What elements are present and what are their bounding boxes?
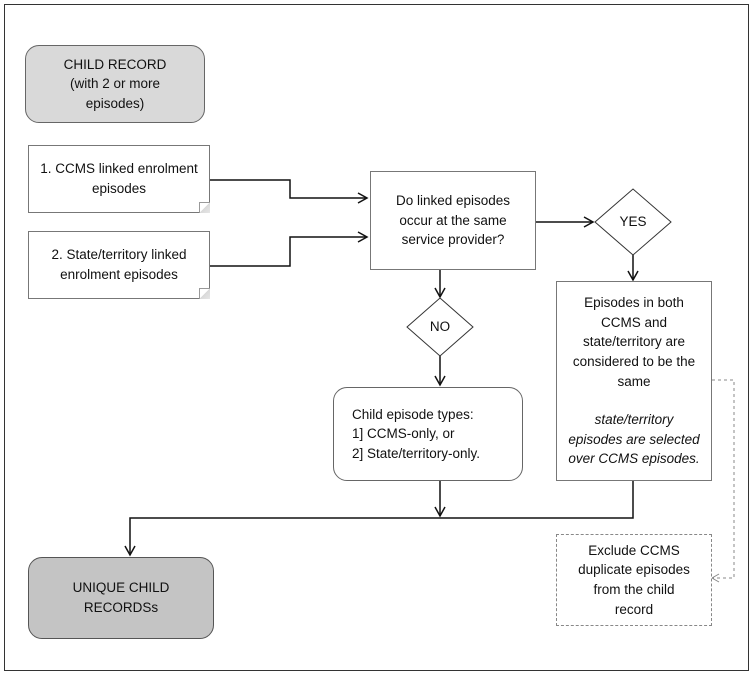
episodes-same-line-3: state/territory are [582, 334, 686, 350]
episodes-same-note-line-2: episodes are selected [568, 431, 700, 447]
connector-state-to-question [210, 231, 369, 267]
episodes-same-note-line-3: over CCMS episodes. [568, 451, 700, 467]
exclude-ccms-duplicates-node: Exclude CCMS duplicate episodes from the… [556, 534, 712, 626]
episode-types-line-2: 1] CCMS-only, or [352, 426, 455, 442]
child-record-line-3: episodes) [85, 95, 145, 111]
yes-label: YES [619, 214, 647, 229]
unique-records-line-2: RECORDSs [83, 600, 159, 615]
state-linked-line-1: 2. State/territory linked [51, 247, 187, 263]
connector-join-to-unique-records [124, 481, 634, 557]
episodes-same-line-4: considered to be the [572, 353, 696, 369]
child-record-node: CHILD RECORD (with 2 or more episodes) [25, 45, 205, 123]
question-line-3: service provider? [401, 232, 505, 248]
connector-dashed-exclude [710, 379, 735, 583]
ccms-linked-line-1: 1. CCMS linked enrolment [40, 161, 198, 177]
child-record-line-2: (with 2 or more [69, 76, 161, 92]
ccms-linked-episodes-node: 1. CCMS linked enrolment episodes [28, 145, 210, 213]
connector-ccms-to-question [210, 179, 369, 204]
state-linked-episodes-node: 2. State/territory linked enrolment epis… [28, 231, 210, 299]
episodes-same-line-2: CCMS and [600, 314, 668, 330]
state-linked-line-2: enrolment episodes [60, 267, 178, 282]
exclude-line-1: Exclude CCMS [588, 542, 680, 558]
exclude-line-2: duplicate episodes [578, 562, 690, 578]
question-line-1: Do linked episodes [395, 193, 511, 209]
ccms-linked-line-2: episodes [91, 181, 147, 196]
episodes-same-note-line-1: state/territory [594, 412, 674, 428]
episodes-same-line-1: Episodes in both [584, 295, 684, 311]
episodes-same-line-5: same [617, 373, 651, 389]
no-diamond [406, 297, 474, 357]
episode-types-line-1: Child episode types: [352, 406, 474, 422]
yes-diamond [594, 188, 672, 256]
unique-child-records-node: UNIQUE CHILD RECORDSs [28, 557, 214, 639]
exclude-line-3: from the child [593, 582, 675, 597]
exclude-line-4: record [614, 601, 654, 617]
episodes-considered-same-node: Episodes in both CCMS and state/territor… [556, 281, 712, 481]
question-line-2: occur at the same [399, 212, 507, 228]
unique-records-line-1: UNIQUE CHILD [72, 580, 170, 596]
no-label: NO [429, 319, 451, 334]
child-episode-types-node: Child episode types: 1] CCMS-only, or 2]… [333, 387, 523, 481]
episode-types-line-3: 2] State/territory-only. [352, 445, 481, 461]
same-provider-question-node: Do linked episodes occur at the same ser… [370, 171, 536, 270]
child-record-line-1: CHILD RECORD [63, 56, 167, 72]
